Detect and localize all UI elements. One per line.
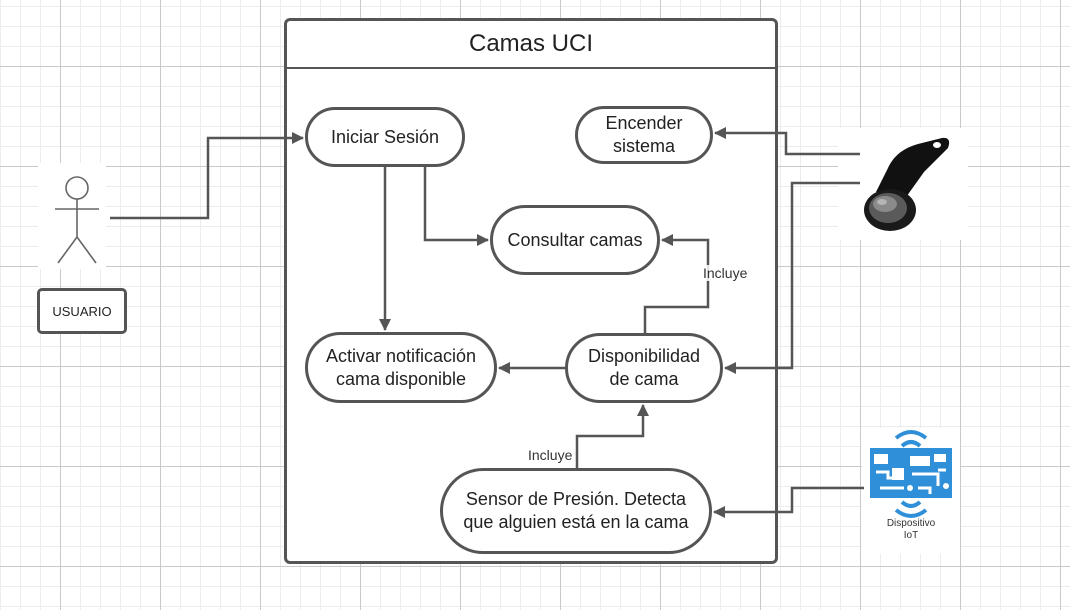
actor-ibutton[interactable] xyxy=(838,128,968,240)
include-label-1: Incluye xyxy=(701,265,750,281)
iot-circuit-icon xyxy=(870,430,952,518)
usecase-label: Iniciar Sesión xyxy=(330,126,440,147)
include-label-2: Incluye xyxy=(526,447,575,463)
usecase-label: Consultar camas xyxy=(507,229,643,250)
usecase-consultar-camas[interactable]: Consultar camas xyxy=(490,205,660,275)
usecase-iniciar-sesion[interactable]: Iniciar Sesión xyxy=(305,107,465,167)
edge-usuario-login xyxy=(110,132,304,220)
ibutton-key-icon xyxy=(864,137,950,231)
system-title: Camas UCI xyxy=(287,21,775,69)
stick-figure-icon xyxy=(55,176,99,264)
actor-usuario[interactable] xyxy=(38,163,106,269)
actor-usuario-label: USUARIO xyxy=(37,288,127,334)
